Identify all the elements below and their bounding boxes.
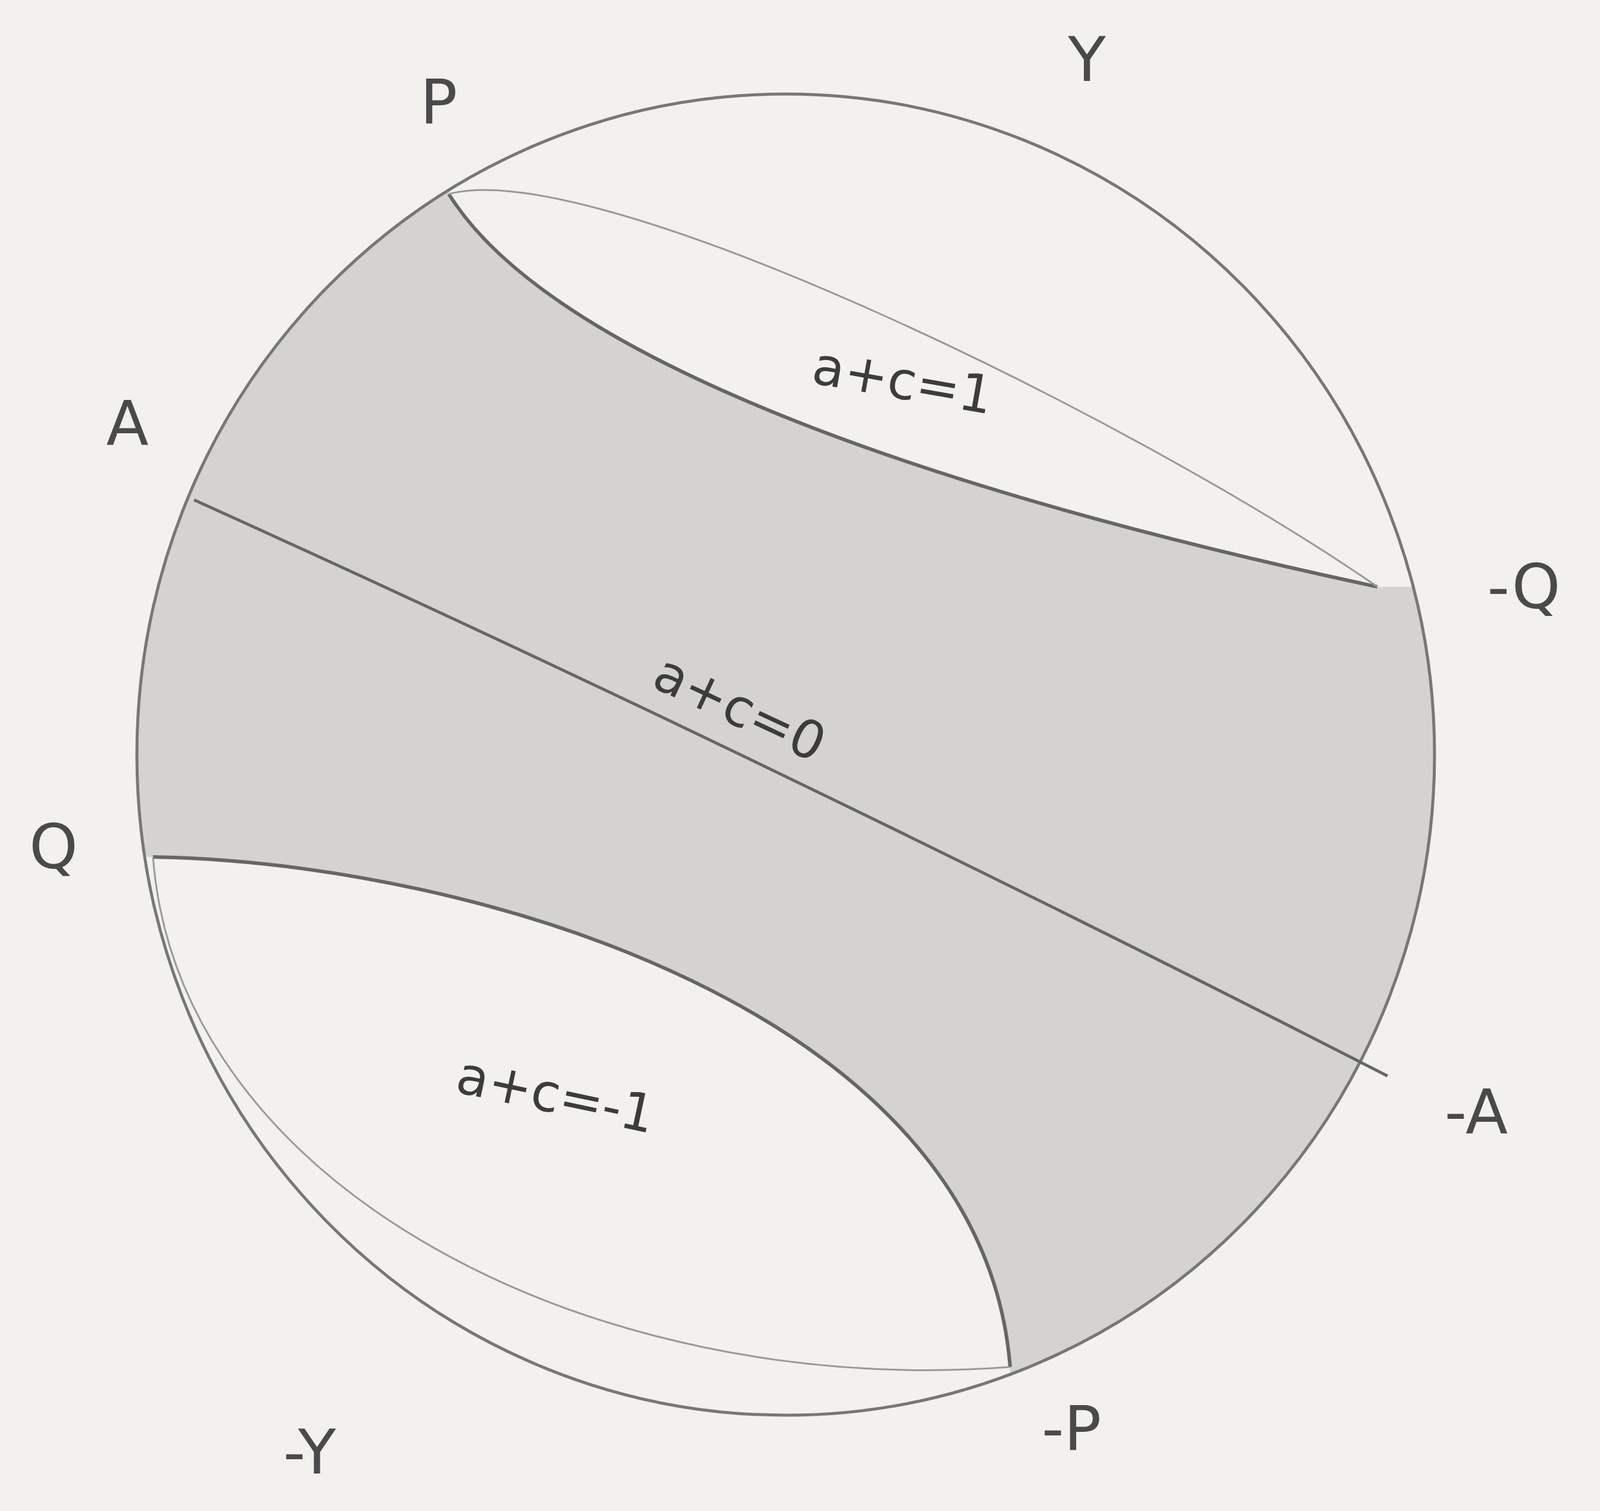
band-boundary: [448, 194, 1378, 587]
cap-rim: [152, 857, 1011, 1371]
point-label: A: [105, 392, 149, 455]
cap-rim: [448, 189, 1378, 587]
band-boundary: [152, 857, 1011, 1368]
region-label: a+c=-1: [452, 1048, 660, 1142]
equator-line: [194, 500, 1388, 1077]
axis-label: -Y: [283, 1421, 337, 1484]
point-label: P: [420, 70, 458, 133]
axis-label: Y: [1067, 28, 1106, 91]
point-label: Q: [29, 816, 78, 878]
sphere-outline: [136, 94, 1435, 1416]
point-label: -Q: [1486, 555, 1561, 618]
point-label: -A: [1444, 1080, 1508, 1143]
region-label: a+c=1: [808, 339, 998, 423]
point-label: -P: [1041, 1397, 1102, 1460]
